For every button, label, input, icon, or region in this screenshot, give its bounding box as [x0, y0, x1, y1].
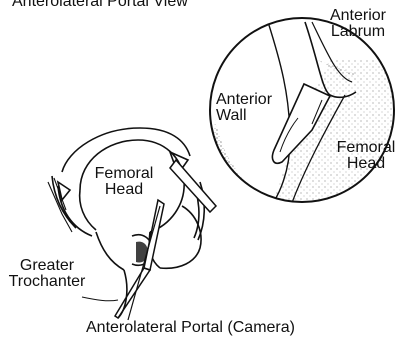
label-anterolateral-portal: Anterolateral Portal (Camera): [86, 320, 295, 336]
label-anterior-labrum: Anterior Labrum: [322, 8, 394, 40]
label-femoral-head-inset: Femoral Head: [334, 140, 398, 172]
label-greater-trochanter: Greater Trochanter: [4, 258, 90, 290]
label-femoral-head-main: Femoral Head: [92, 166, 156, 198]
trochanter-leader: [82, 297, 118, 301]
label-anterior-wall: Anterior Wall: [216, 92, 272, 124]
